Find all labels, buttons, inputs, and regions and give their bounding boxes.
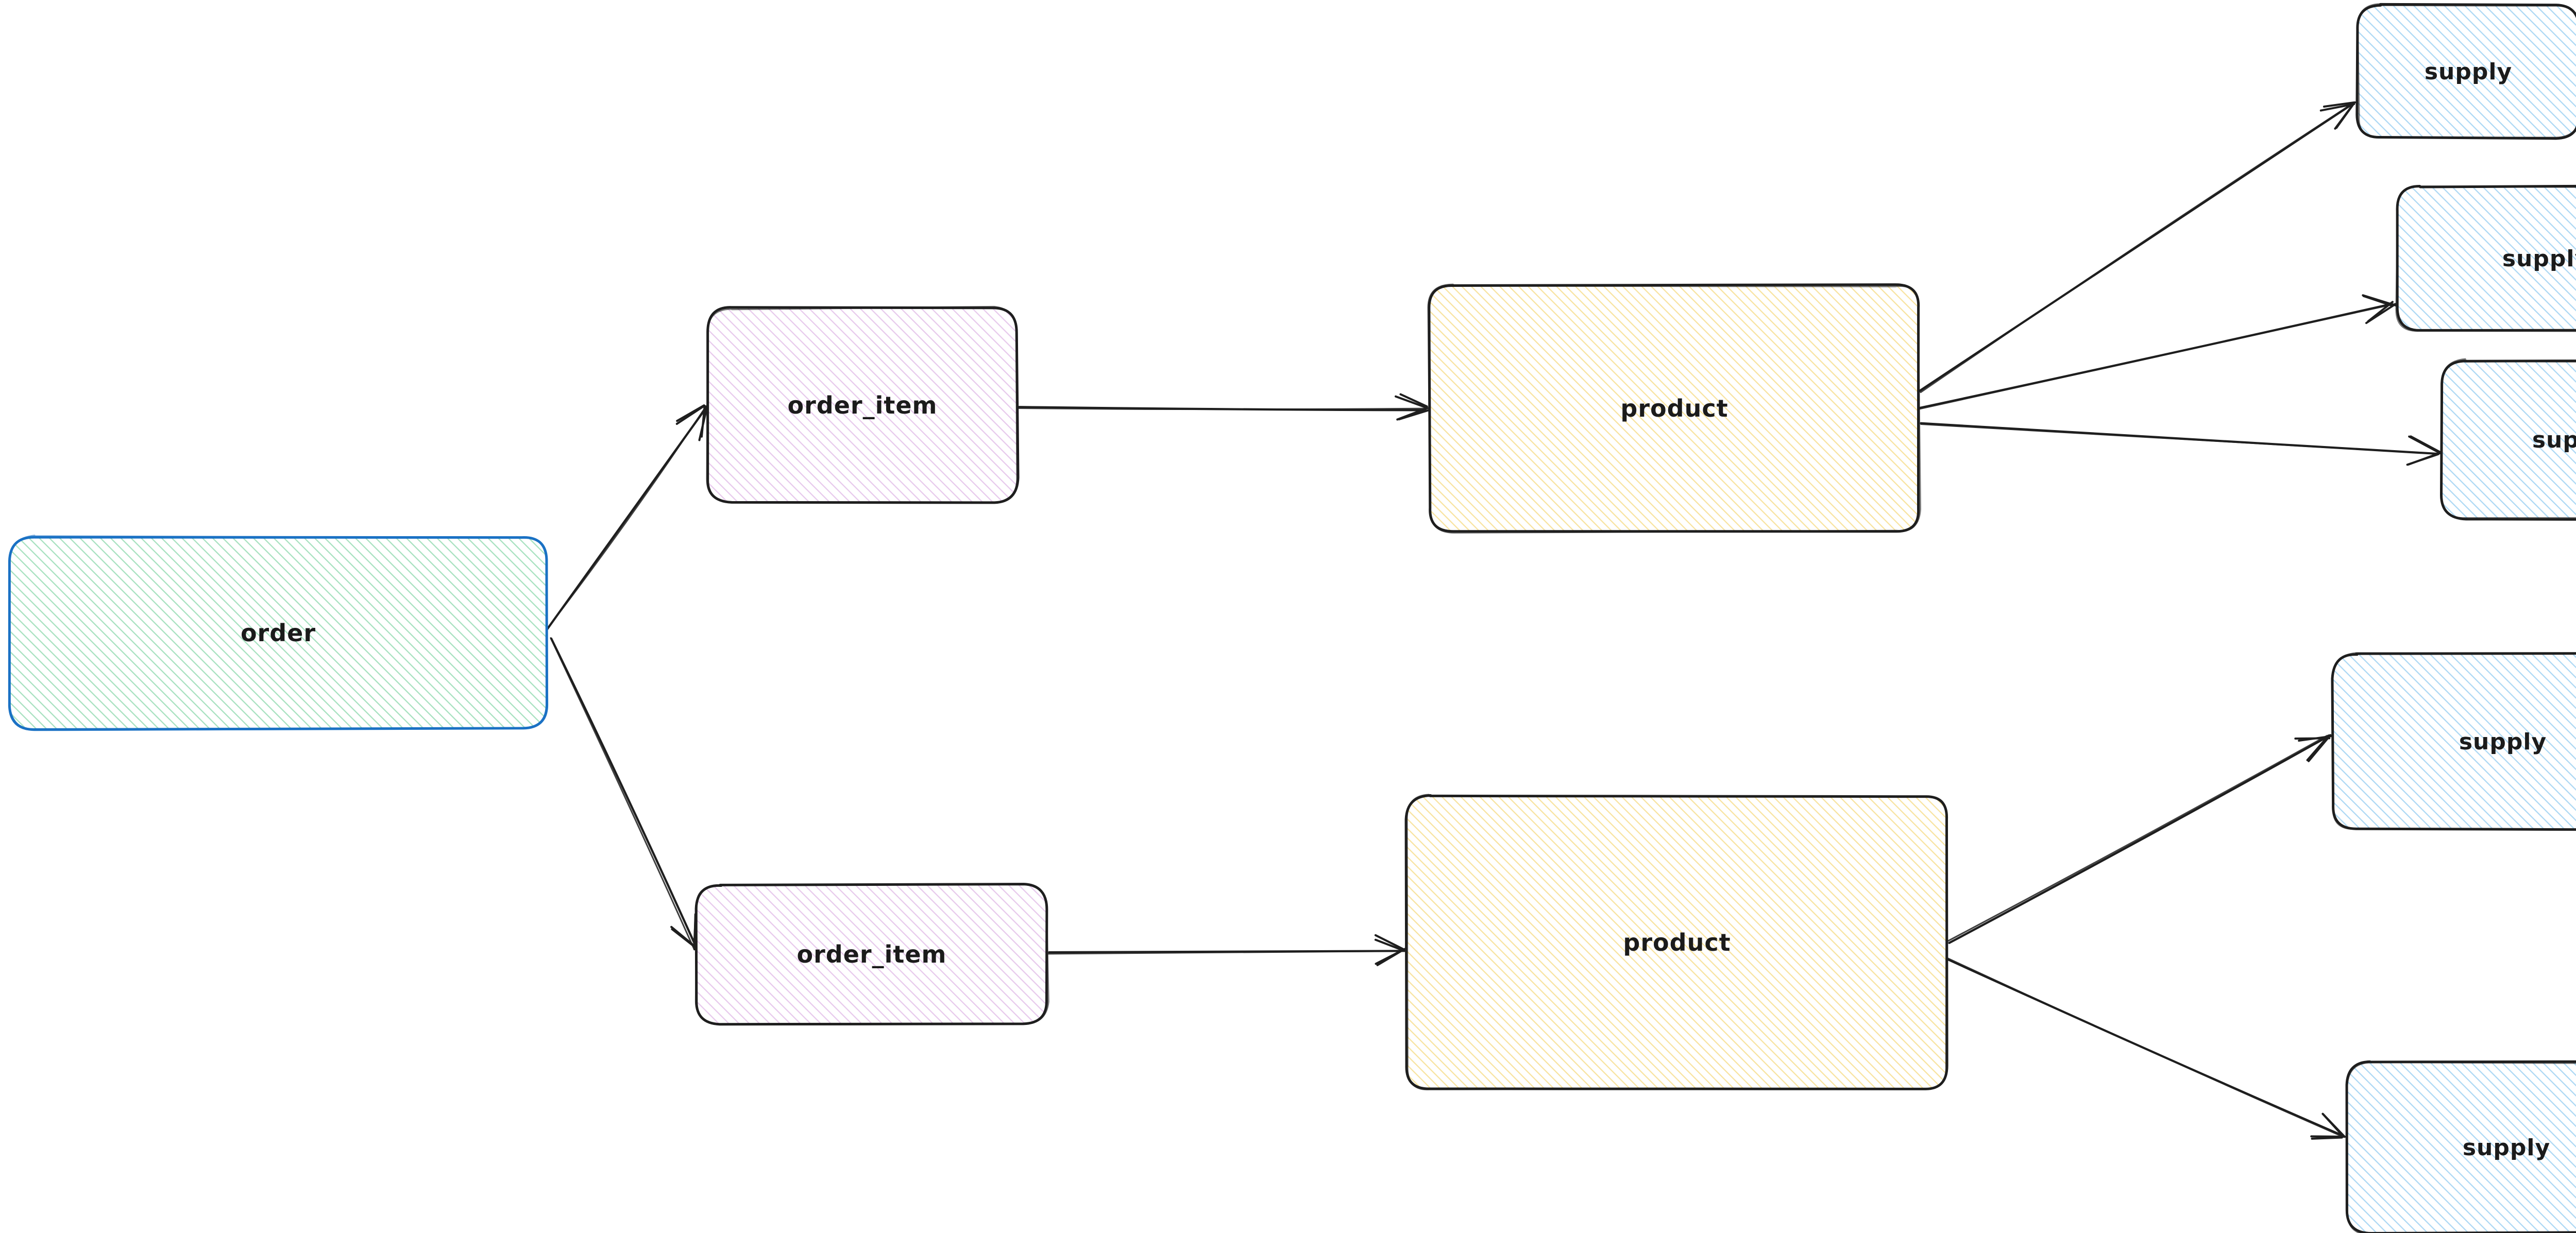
edge-product_1-to-supply_2 — [1918, 294, 2397, 410]
node-supply_4[interactable] — [2331, 652, 2576, 831]
node-order[interactable] — [8, 535, 549, 731]
edge-product_2-to-supply_5 — [1946, 957, 2346, 1140]
node-supply_5[interactable] — [2345, 1060, 2576, 1233]
node-order_item_2[interactable] — [694, 883, 1049, 1026]
edge-order-to-order_item_2 — [550, 637, 698, 951]
node-order_item_1[interactable] — [706, 305, 1020, 504]
node-supply_1[interactable] — [2355, 3, 2576, 140]
edge-product_1-to-supply_1 — [1918, 101, 2356, 393]
node-supply_2[interactable] — [2395, 184, 2576, 332]
edge-order_item_2-to-product_2 — [1047, 934, 1408, 966]
edge-product_1-to-supply_3 — [1920, 422, 2442, 466]
edge-product_2-to-supply_4 — [1946, 734, 2332, 944]
edge-order_item_1-to-product_1 — [1016, 393, 1430, 421]
edges-layer — [544, 101, 2442, 1140]
node-supply_3[interactable] — [2440, 358, 2576, 521]
nodes-layer — [8, 3, 2576, 1233]
node-product_1[interactable] — [1427, 283, 1921, 534]
edge-order-to-order_item_1 — [544, 404, 709, 633]
node-product_2[interactable] — [1404, 794, 1948, 1090]
